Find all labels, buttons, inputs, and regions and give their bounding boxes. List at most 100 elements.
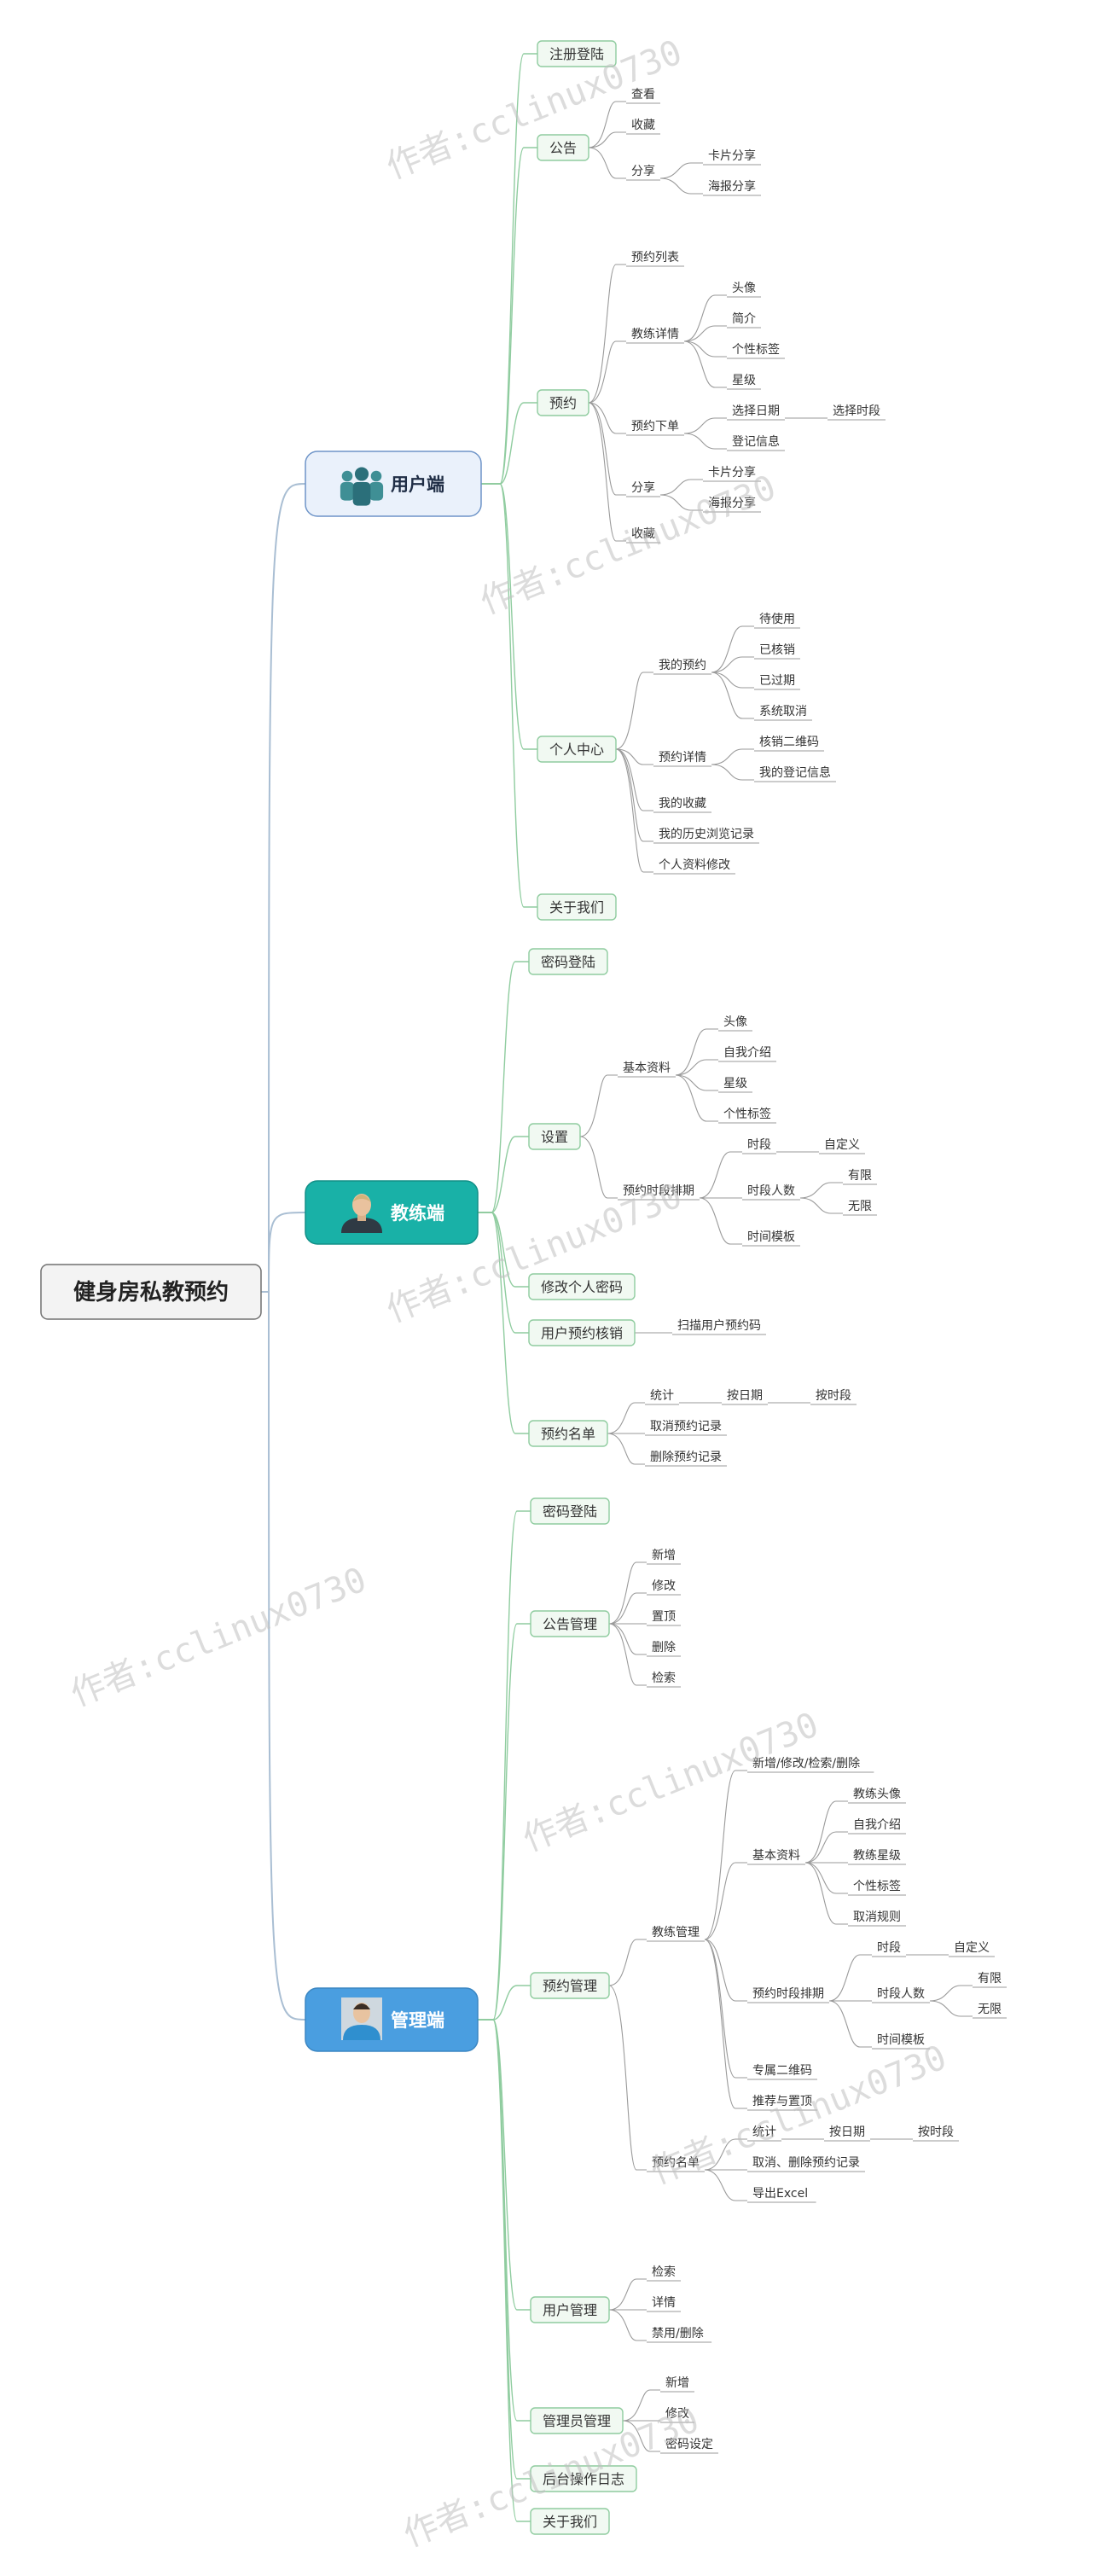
leaf-connector <box>704 1862 747 1940</box>
leaf-label: 专属二维码 <box>752 2064 812 2078</box>
leaf-connector <box>588 131 626 148</box>
leaf-connector <box>683 433 727 450</box>
level1-box <box>530 1497 610 1525</box>
leaf-label: 卡片分享 <box>708 148 756 163</box>
leaf-connector <box>804 1862 848 1894</box>
leaf-node: 基本资料 <box>618 1061 676 1078</box>
leaf-label: 统计 <box>752 2125 776 2139</box>
level1-label: 后台操作日志 <box>543 2471 624 2487</box>
leaf-connector <box>615 748 653 873</box>
leaf-node: 教练管理 <box>647 1926 705 1942</box>
leaf-label: 取消、删除预约记录 <box>752 2156 860 2170</box>
leaf-node: 按日期 <box>824 2125 870 2142</box>
level1-connector <box>481 483 537 750</box>
leaf-connector <box>659 494 703 511</box>
leaf-node: 待使用 <box>754 612 800 629</box>
leaf-connector <box>675 1074 718 1091</box>
leaf-node: 按时段 <box>810 1389 857 1405</box>
level1-box <box>537 736 617 763</box>
leaf-connector <box>588 402 626 542</box>
leaf-node: 我的历史浏览记录 <box>653 828 759 844</box>
leaf-label: 分享 <box>631 480 655 495</box>
leaf-connector <box>588 402 626 434</box>
leaf-label: 教练管理 <box>652 1926 700 1939</box>
leaf-label: 分享 <box>631 164 655 178</box>
leaf-label: 自我介绍 <box>723 1046 771 1060</box>
leaf-connector <box>704 1939 747 2109</box>
leaf-node: 时间模板 <box>872 2033 930 2050</box>
level1-box <box>537 389 589 416</box>
leaf-node: 查看 <box>626 88 660 104</box>
level1-box <box>537 893 617 921</box>
leaf-connector <box>608 2309 647 2341</box>
leaf-label: 有限 <box>848 1169 872 1183</box>
leaf-connector <box>699 1151 742 1199</box>
leaf-node: 头像 <box>727 282 761 298</box>
leaf-node: 星级 <box>727 374 761 390</box>
leaf-label: 个性标签 <box>853 1879 901 1893</box>
leaf-node: 详情 <box>647 2296 681 2312</box>
leaf-label: 待使用 <box>759 612 795 626</box>
watermark-text: 作者:cclinux0730 <box>475 468 781 622</box>
leaf-node: 卡片分享 <box>703 465 761 482</box>
leaf-node: 导出Excel <box>747 2187 816 2203</box>
leaf-label: 按时段 <box>816 1389 851 1403</box>
leaf-node: 预约列表 <box>626 251 684 267</box>
level1-connector <box>478 961 529 1213</box>
level1-label: 管理员管理 <box>543 2413 611 2429</box>
level1-label: 注册登陆 <box>549 46 604 62</box>
level1-box <box>530 2407 624 2434</box>
leaf-connector <box>704 2169 747 2201</box>
level1-box <box>528 1123 581 1150</box>
branch-label: 管理端 <box>391 2010 444 2031</box>
leaf-node: 取消预约记录 <box>645 1420 727 1436</box>
leaf-node: 自定义 <box>819 1138 865 1154</box>
leaf-connector <box>711 656 754 673</box>
level1-label: 预约管理 <box>543 1978 597 1994</box>
leaf-label: 按日期 <box>829 2125 865 2139</box>
level1-node: 后台操作日志 <box>530 2465 637 2492</box>
leaf-connector <box>683 294 727 342</box>
level1-box <box>528 1273 636 1300</box>
level1-box <box>530 1610 610 1637</box>
leaf-connector <box>579 1074 618 1137</box>
leaf-label: 我的预约 <box>659 659 706 672</box>
leaf-connector <box>929 2000 973 2017</box>
leaf-label: 修改 <box>665 2407 689 2421</box>
level1-node: 设置 <box>528 1123 581 1150</box>
leaf-node: 简介 <box>727 311 761 329</box>
level1-node: 预约管理 <box>530 1972 610 1999</box>
leaf-node: 核销二维码 <box>754 736 824 752</box>
leaf-node: 时段人数 <box>742 1184 800 1201</box>
leaf-connector <box>804 1862 848 1925</box>
level1-connector <box>478 1212 529 1434</box>
leaf-label: 核销二维码 <box>759 736 819 749</box>
leaf-node: 删除预约记录 <box>645 1451 727 1467</box>
leaf-label: 时间模板 <box>877 2033 925 2047</box>
leaf-label: 预约时段排期 <box>623 1184 694 1198</box>
branch-node-3: 管理端 <box>305 1987 479 2052</box>
leaf-connector <box>615 672 653 750</box>
level1-label: 密码登陆 <box>541 954 595 970</box>
leaf-connector <box>659 479 703 496</box>
leaf-node: 分享 <box>626 480 660 497</box>
leaf-connector <box>711 672 754 719</box>
leaf-connector <box>608 1623 647 1686</box>
leaf-connector <box>608 1623 647 1655</box>
level1-label: 关于我们 <box>549 899 604 916</box>
leaf-node: 新增 <box>660 2376 694 2393</box>
leaf-label: 头像 <box>723 1015 747 1029</box>
leaf-node: 取消、删除预约记录 <box>747 2156 865 2172</box>
leaf-label: 预约时段排期 <box>752 1987 824 2001</box>
leaf-node: 收藏 <box>626 119 660 135</box>
leaf-label: 时段 <box>877 1941 901 1955</box>
leaf-connector <box>608 1592 647 1625</box>
leaf-node: 个性标签 <box>718 1107 776 1124</box>
leaf-node: 预约时段排期 <box>747 1987 829 2003</box>
leaf-connector <box>828 2000 872 2048</box>
level1-connector <box>478 1510 531 2021</box>
leaf-label: 预约列表 <box>631 251 679 265</box>
branch-connector <box>268 1212 306 1293</box>
leaf-node: 个人资料修改 <box>653 858 735 875</box>
level1-connector <box>481 483 537 908</box>
